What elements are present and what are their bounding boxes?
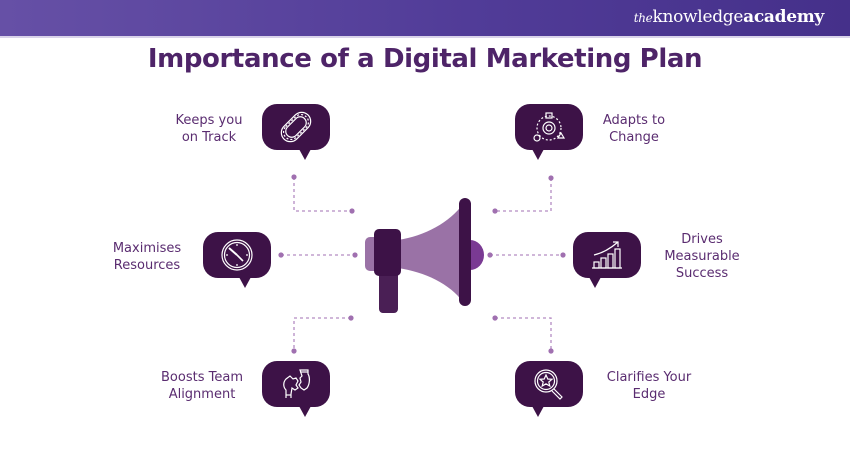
label-line: Change [609, 130, 659, 145]
bubble-keeps-on-track [262, 104, 330, 160]
bubble-drives-measurable-success [573, 232, 641, 288]
label-line: Clarifies Your [606, 370, 692, 385]
label-line: Edge [632, 387, 666, 402]
page-title: Importance of a Digital Marketing Plan [147, 44, 703, 74]
brand-logo[interactable]: theknowledgeacademy [633, 7, 825, 27]
label-line: Measurable [664, 249, 740, 264]
clock-icon [221, 239, 253, 271]
label-line: Maximises [112, 241, 182, 256]
label-line: Keeps you [175, 113, 243, 128]
brand-academy: academy [743, 7, 824, 27]
growth-chart-icon [592, 241, 622, 269]
bubble-clarifies-your-edge [515, 361, 583, 417]
header-divider [0, 36, 850, 38]
bubble-maximises-resources [203, 232, 271, 288]
label-line: Alignment [168, 387, 236, 402]
puzzle-hands-icon [283, 369, 310, 398]
label-line: Adapts to [602, 113, 666, 128]
header-bar [0, 0, 850, 36]
bubble-adapts-to-change [515, 104, 583, 160]
brand-the: the [633, 11, 653, 25]
label-clarifies-your-edge: Clarifies Your Edge [594, 369, 704, 403]
star-magnifier-icon [534, 369, 563, 400]
label-drives-measurable-success: Drives Measurable Success [655, 231, 749, 282]
gear-cycle-icon [533, 112, 566, 142]
label-line: on Track [181, 130, 237, 145]
label-line: Success [675, 266, 729, 281]
label-maximises-resources: Maximises Resources [103, 240, 191, 274]
bubble-boosts-team-alignment [262, 361, 330, 417]
race-track-icon [280, 111, 312, 143]
label-boosts-team-alignment: Boosts Team Alignment [148, 369, 256, 403]
brand-knowledge: knowledge [652, 7, 744, 27]
label-line: Boosts Team [161, 370, 243, 385]
label-line: Resources [113, 258, 181, 273]
label-line: Drives [681, 232, 723, 247]
label-keeps-on-track: Keeps you on Track [160, 112, 258, 146]
label-adapts-to-change: Adapts to Change [590, 112, 678, 146]
